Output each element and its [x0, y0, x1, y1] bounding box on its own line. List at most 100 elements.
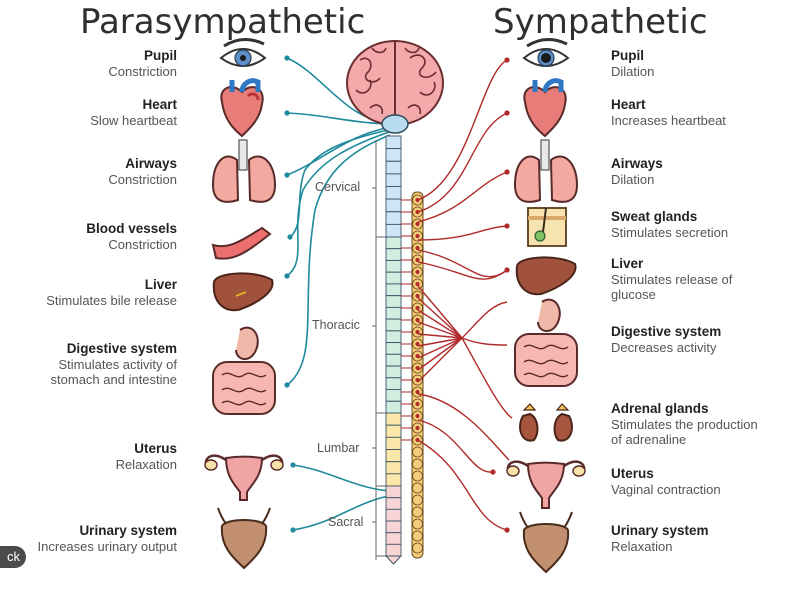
- vertebra: [385, 508, 402, 522]
- ganglion-node: [415, 414, 420, 418]
- vertebra: [385, 520, 402, 534]
- vertebra: [385, 473, 402, 487]
- vertebra: [385, 306, 402, 320]
- symp-digestive-system-icon: [514, 298, 578, 387]
- vertebra: [385, 377, 402, 390]
- ganglion-node: [415, 318, 420, 322]
- ganglion-node: [415, 210, 420, 214]
- parasympathetic-nerves: [286, 57, 401, 531]
- segment-label-thoracic: Thoracic: [312, 318, 360, 332]
- vertebra: [385, 365, 402, 379]
- spinal-cord: [384, 135, 403, 565]
- para-digestive-system-icon: [212, 326, 276, 415]
- vertebra: [385, 485, 402, 499]
- para-heart-icon: [220, 78, 264, 138]
- sympathetic-chain: [401, 191, 424, 559]
- brain-icon: [346, 40, 444, 134]
- vertebra: [385, 271, 402, 285]
- vertebra: [385, 436, 402, 450]
- back-button[interactable]: ck: [0, 546, 26, 568]
- ganglion-node: [415, 294, 420, 298]
- ganglion: [412, 518, 423, 530]
- vertebra: [385, 211, 402, 225]
- vertebra: [385, 342, 402, 355]
- ganglion-node: [415, 282, 420, 286]
- ganglion-node: [415, 390, 420, 394]
- vertebra: [385, 330, 402, 344]
- ganglion: [412, 542, 423, 554]
- vertebra: [385, 248, 402, 261]
- ganglion-node: [415, 270, 420, 274]
- ganglion: [412, 530, 423, 542]
- ganglion-node: [415, 330, 420, 334]
- parasympathetic-heading: Parasympathetic: [80, 2, 366, 42]
- symp-sweat-gland-icon: [527, 207, 567, 247]
- ganglion-node: [415, 426, 420, 430]
- vertebra: [385, 424, 402, 438]
- vertebra: [385, 186, 402, 200]
- ganglion-node: [415, 342, 420, 346]
- ganglion: [412, 470, 423, 482]
- ganglion: [412, 494, 423, 506]
- ganglion-node: [415, 354, 420, 358]
- vertebra: [385, 148, 402, 162]
- ganglion-node: [415, 306, 420, 310]
- ganglion: [412, 506, 423, 518]
- symp-adrenal-glands-icon: [519, 403, 573, 442]
- vertebra: [385, 173, 402, 187]
- ganglion: [412, 446, 423, 458]
- para-blood-vessel-icon: [211, 226, 272, 260]
- ganglion-node: [415, 258, 420, 262]
- para-lungs-icon: [211, 139, 277, 203]
- vertebra: [385, 295, 402, 308]
- symp-lungs-icon: [513, 139, 579, 203]
- symp-bladder-icon: [519, 511, 573, 574]
- symp-uterus-icon: [506, 460, 586, 509]
- symp-liver-icon: [515, 256, 577, 296]
- vertebra: [385, 353, 402, 367]
- vertebra: [385, 160, 402, 175]
- vertebra: [385, 260, 402, 273]
- vertebra: [385, 400, 402, 414]
- spine-tip: [384, 555, 403, 565]
- vertebra: [385, 236, 402, 250]
- vertebra: [385, 461, 402, 475]
- vertebra: [385, 135, 402, 150]
- ganglion-node: [415, 234, 420, 238]
- para-liver-icon: [212, 272, 274, 312]
- ganglion-node: [415, 222, 420, 226]
- ganglion-node: [415, 246, 420, 250]
- vertebra: [385, 543, 402, 557]
- vertebra: [385, 223, 402, 238]
- sympathetic-heading: Sympathetic: [493, 2, 708, 42]
- vertebra: [385, 497, 402, 510]
- vertebra: [385, 198, 402, 213]
- segment-brackets: [372, 140, 386, 560]
- ganglion: [412, 482, 423, 494]
- para-bladder-icon: [217, 507, 271, 570]
- segment-label-cervical: Cervical: [315, 180, 361, 194]
- vertebra: [385, 283, 402, 297]
- parasympathetic-endpoints: [284, 55, 296, 533]
- para-uterus-icon: [204, 454, 284, 501]
- sympathetic-nerves: [417, 59, 513, 531]
- ganglion-node: [415, 198, 420, 202]
- sympathetic-endpoints: [490, 57, 510, 533]
